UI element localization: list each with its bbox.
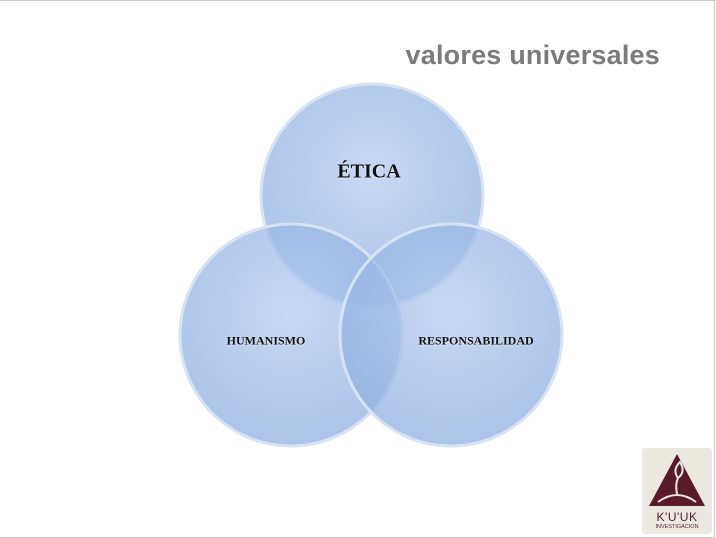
leaf-triangle-icon — [649, 454, 705, 506]
kuuk-logo: K'U'UK INVESTIGACION — [642, 448, 712, 534]
label-humanismo: HUMANISMO — [226, 333, 306, 348]
slide-title: valores universales — [405, 40, 660, 70]
label-responsabilidad: RESPONSABILIDAD — [418, 333, 534, 348]
logo-subtitle: INVESTIGACION — [655, 524, 699, 530]
circle-responsabilidad — [338, 222, 564, 448]
label-etica: ÉTICA — [337, 160, 401, 183]
logo-name: K'U'UK — [656, 510, 698, 524]
